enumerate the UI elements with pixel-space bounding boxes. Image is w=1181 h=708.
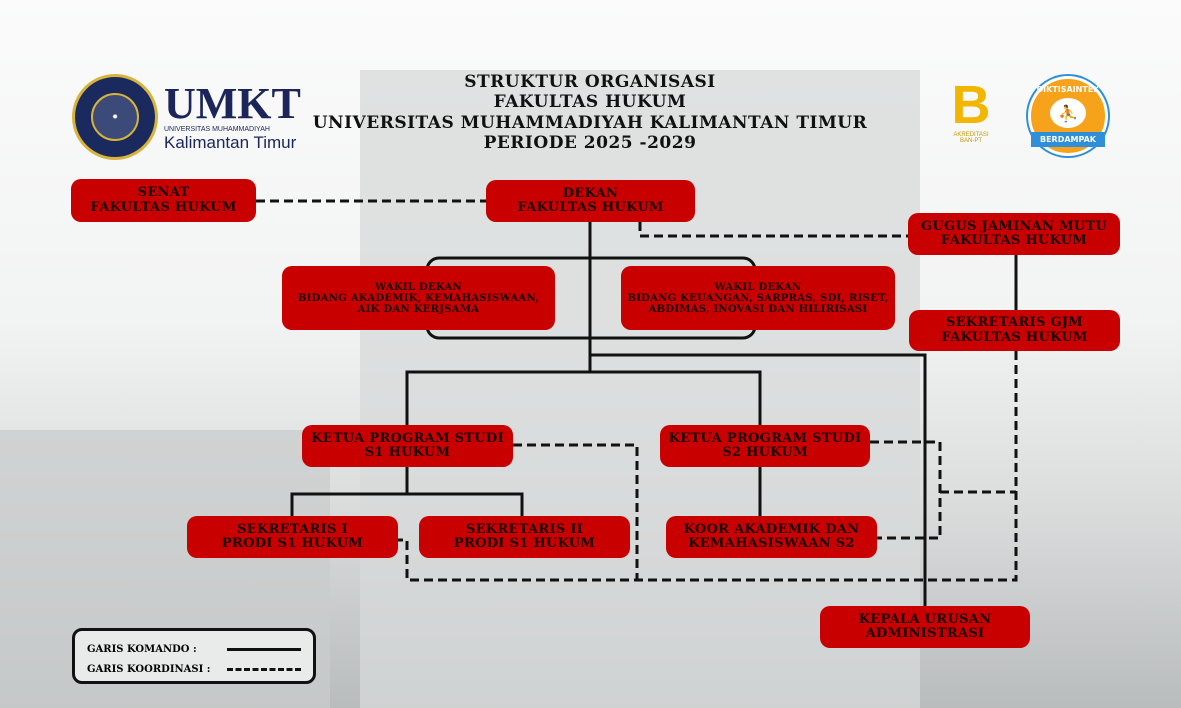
node-label-line: KEMAHASISWAAN S2	[688, 536, 855, 551]
node-label-line: KOOR AKADEMIK DAN	[683, 521, 860, 537]
coordination-lines	[256, 199, 1018, 582]
diktisaintek-logo: DIKTISAINTEK ⛹ BERDAMPAK	[1028, 76, 1108, 156]
accreditation-grade: B	[951, 75, 991, 135]
umkt-sub1: UNIVERSITAS MUHAMMADIYAH	[164, 125, 270, 133]
dikti-bottom: BERDAMPAK	[1031, 132, 1105, 147]
node-label-line: KEPALA URUSAN	[858, 611, 992, 627]
title-line: UNIVERSITAS MUHAMMADIYAH KALIMANTAN TIMU…	[312, 112, 868, 133]
node-label-line: BIDANG AKADEMIK, KEMAHASISWAAN,	[297, 292, 540, 304]
node-label-line: S1 HUKUM	[364, 445, 451, 460]
node-label-line: ADMINISTRASI	[865, 626, 985, 641]
dikti-top: DIKTISAINTEK	[1036, 85, 1100, 94]
node-label-line: WAKIL DEKAN	[374, 281, 462, 293]
background-building	[360, 70, 920, 708]
title-line: STRUKTUR ORGANISASI	[464, 72, 716, 92]
legend: GARIS KOMANDO : GARIS KOORDINASI :	[72, 628, 316, 684]
node-label-line: ABDIMAS, INOVASI DAN HILIRISASI	[648, 303, 868, 315]
node-label-line: FAKULTAS HUKUM	[940, 233, 1088, 248]
umkt-logo: ✹ UMKT UNIVERSITAS MUHAMMADIYAH Kalimant…	[72, 74, 301, 160]
node-label-line: SENAT	[137, 185, 190, 201]
node-label-line: SEKRETARIS II	[465, 521, 584, 537]
node-label-line: BIDANG KEUANGAN, SARPRAS, SDI, RISET,	[627, 292, 889, 304]
title-line: PERIODE 2025 -2029	[483, 133, 697, 154]
figure-icon: ⛹	[1050, 98, 1086, 128]
umkt-seal: ✹	[72, 74, 158, 160]
accreditation-badge: B AKREDITASI BAN-PT	[928, 78, 1014, 154]
node-label-line: DEKAN	[562, 185, 619, 201]
legend-dashed-line	[227, 667, 301, 671]
node-label-line: GUGUS JAMINAN MUTU	[920, 218, 1108, 234]
legend-koordinasi-label: GARIS KOORDINASI :	[87, 663, 211, 675]
title-line: FAKULTAS HUKUM	[493, 92, 687, 113]
node-label-line: KETUA PROGRAM STUDI	[311, 430, 504, 446]
node-label-line: FAKULTAS HUKUM	[90, 199, 237, 215]
node-label-line: PRODI S1 HUKUM	[221, 536, 364, 551]
umkt-name: UMKT	[164, 78, 301, 128]
node-label-line: SEKRETARIS GJM	[946, 315, 1083, 331]
node-label-line: FAKULTAS HUKUM	[517, 200, 664, 215]
node-label-line: WAKIL DEKAN	[714, 281, 802, 293]
node-label-line: S2 HUKUM	[722, 445, 808, 460]
accreditation-label: AKREDITASI	[953, 132, 989, 138]
page-title: STRUKTUR ORGANISASI FAKULTAS HUKUM UNIVE…	[300, 72, 880, 154]
legend-solid-line	[227, 647, 301, 651]
node-label-line: FAKULTAS HUKUM	[941, 329, 1088, 345]
legend-komando-label: GARIS KOMANDO :	[87, 643, 197, 655]
node-label-line: SEKRETARIS I	[237, 521, 348, 537]
node-label-line: AIK DAN KERJSAMA	[357, 303, 480, 315]
node-label-line: KETUA PROGRAM STUDI	[668, 430, 862, 446]
node-label-line: PRODI S1 HUKUM	[453, 536, 596, 551]
command-lines	[290, 222, 1018, 606]
umkt-sub2: Kalimantan Timur	[164, 132, 297, 152]
accreditation-org: BAN-PT	[959, 138, 982, 144]
